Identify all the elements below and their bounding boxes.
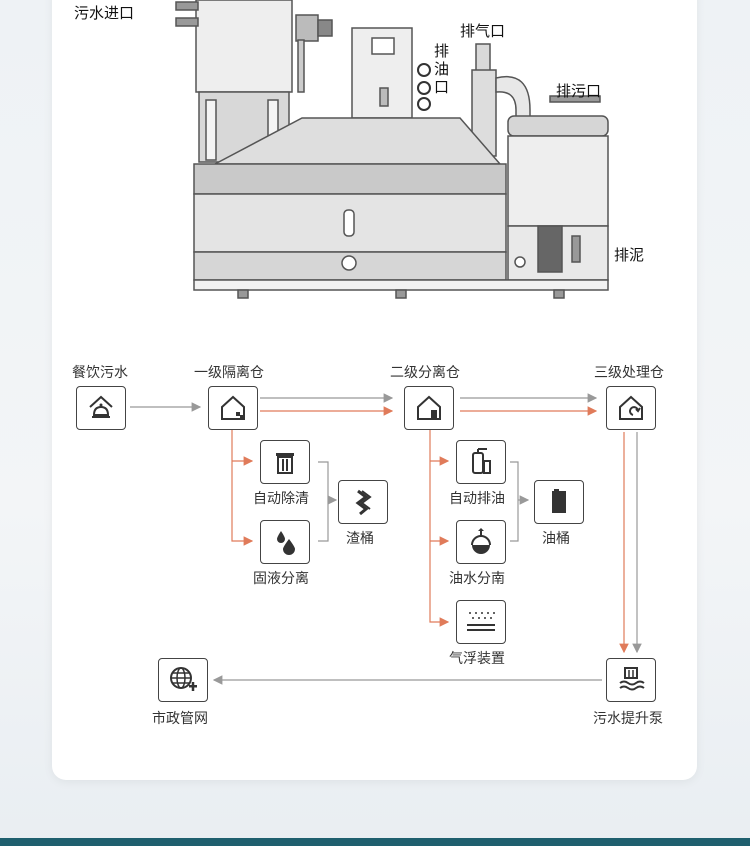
municipal-label: 市政管网 — [152, 711, 208, 727]
trash-bin-icon — [276, 453, 294, 474]
oil-outlet-label: 排 油 口 — [434, 42, 450, 96]
auto-oil-label: 自动排油 — [449, 491, 505, 507]
oil-bucket-node — [534, 480, 584, 524]
house-icon — [221, 395, 245, 420]
pump-icon — [619, 667, 645, 691]
oil-barrel-icon — [552, 489, 566, 513]
oil-water-node — [456, 520, 506, 564]
oil-tank-icon — [472, 448, 491, 474]
oil-bucket-label: 油桶 — [542, 531, 570, 547]
oil-outlet-valves — [417, 63, 431, 111]
air-float-icon — [467, 612, 495, 631]
sludge-label: 排泥 — [614, 246, 645, 264]
main-tank — [193, 163, 507, 281]
residue-bucket-node — [338, 480, 388, 524]
oil-drop-icon — [471, 528, 491, 554]
auto-oil-node — [456, 440, 506, 484]
lift-pump-label: 污水提升泵 — [593, 711, 663, 727]
house-cycle-icon — [619, 395, 643, 420]
stage3-node — [606, 386, 656, 430]
stage2-label: 二级分离仓 — [390, 365, 460, 381]
lift-tank — [507, 95, 609, 281]
inlet-label: 污水进口 — [74, 4, 135, 22]
residue-bucket-label: 渣桶 — [346, 531, 374, 547]
air-float-node — [456, 600, 506, 644]
start-label: 餐饮污水 — [72, 365, 128, 381]
sewage-outlet-label: 排污口 — [556, 82, 602, 100]
cloche-house-icon — [89, 395, 113, 418]
control-cabinet — [351, 27, 413, 119]
solid-liquid-label: 固液分离 — [253, 571, 309, 587]
lift-pump-node — [606, 658, 656, 702]
solid-liquid-node — [260, 520, 310, 564]
bottom-accent-bar — [0, 838, 750, 846]
municipal-node — [158, 658, 208, 702]
auto-clean-label: 自动除清 — [253, 491, 309, 507]
stage1-node — [208, 386, 258, 430]
residue-icon — [355, 489, 372, 516]
house-filter-icon — [417, 395, 441, 420]
network-globe-icon — [170, 667, 197, 691]
auto-clean-node — [260, 440, 310, 484]
stage1-label: 一级隔离仓 — [194, 365, 264, 381]
air-float-label: 气浮装置 — [449, 651, 505, 667]
equipment-illustration — [175, 0, 609, 299]
restaurant-node — [76, 386, 126, 430]
oil-water-label: 油水分南 — [449, 571, 505, 587]
exhaust-label: 排气口 — [460, 22, 506, 40]
stage3-label: 三级处理仓 — [594, 365, 664, 381]
base-frame — [193, 279, 609, 299]
stage2-node — [404, 386, 454, 430]
droplets-icon — [277, 531, 295, 555]
